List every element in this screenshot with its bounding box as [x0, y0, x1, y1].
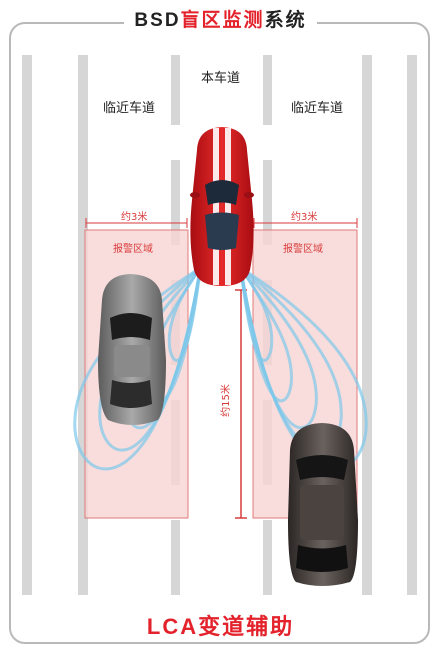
right-zone-label: 报警区域	[283, 244, 323, 255]
left-lane-car	[98, 274, 166, 425]
left-lane-label: 临近车道	[103, 101, 156, 116]
right-lane-label: 临近车道	[291, 101, 344, 116]
title-accent: 盲区监测	[180, 10, 265, 31]
length-marker	[235, 289, 247, 519]
left-width-label: 约3米	[121, 212, 148, 223]
title-prefix: BSD	[134, 10, 181, 31]
header: BSD盲区监测系统	[0, 8, 441, 34]
length-label: 约15米	[220, 384, 232, 417]
own-car	[190, 127, 254, 286]
footer-label: LCA变道辅助	[146, 614, 295, 639]
left-zone-label: 报警区域	[113, 244, 153, 255]
center-lane-label: 本车道	[201, 71, 241, 86]
title-suffix: 系统	[264, 10, 307, 31]
width-markers	[85, 218, 358, 228]
right-lane-car	[288, 423, 358, 586]
page-title: BSD盲区监测系统	[124, 8, 317, 34]
right-width-label: 约3米	[291, 212, 318, 223]
